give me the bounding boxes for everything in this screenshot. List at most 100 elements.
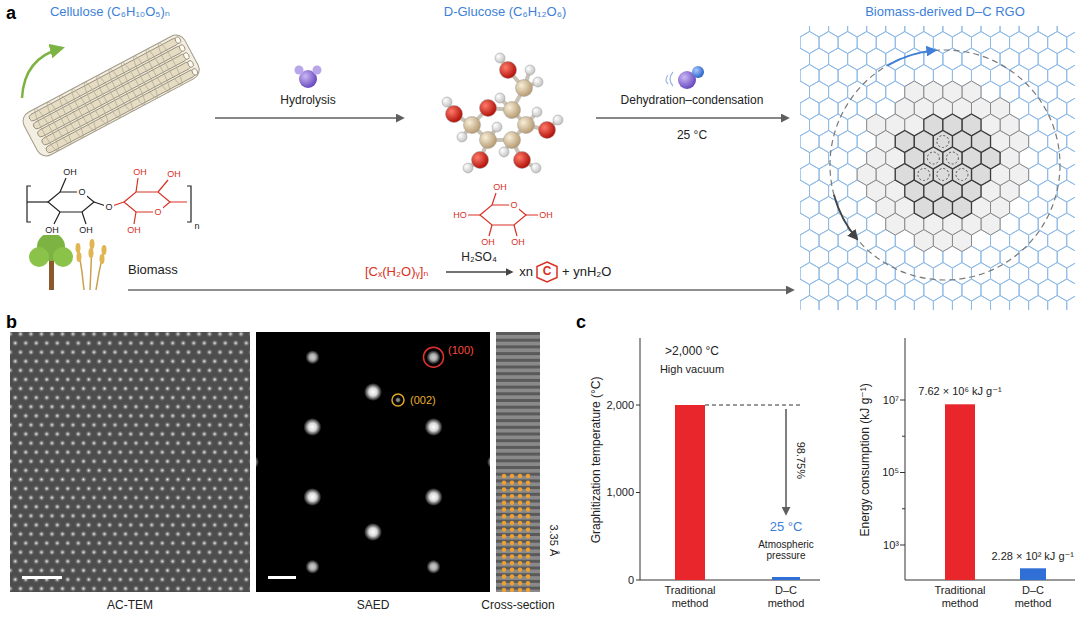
atom-dot [80, 367, 88, 375]
value-label: 25 °C [770, 520, 803, 535]
atom-dot [143, 332, 151, 338]
diffraction-pattern [256, 332, 490, 592]
atom-dot [526, 474, 530, 478]
atom-dot [106, 376, 114, 384]
atom-dot [190, 503, 198, 511]
atom-dot [27, 512, 35, 520]
category-label: D–C method [761, 584, 811, 609]
atom-dot [518, 581, 522, 585]
carbon-hexagon-cell [800, 296, 819, 311]
atom-dot [237, 403, 245, 411]
atom-dot [32, 448, 40, 456]
atom-dot [38, 348, 46, 356]
atom-dot [127, 394, 135, 402]
atom-dot [111, 385, 119, 393]
atom-dot [111, 458, 119, 466]
atom-dot [127, 467, 135, 475]
fibril [41, 61, 193, 146]
carbon-hexagon-cell [933, 164, 952, 186]
lattice-fringe [496, 386, 540, 389]
atom-dot [22, 521, 30, 529]
spacing-label: 3.35 Å [548, 524, 561, 556]
atom-dot [179, 412, 187, 420]
atom-dot [242, 430, 250, 438]
atom-dot [59, 567, 67, 575]
carbon-hexagon: C [536, 261, 558, 283]
atom-dot [526, 581, 530, 585]
atom-dot [38, 567, 46, 575]
atom-dot [195, 512, 203, 520]
atom-dot [518, 527, 522, 531]
atom-dot [164, 476, 172, 484]
atom-dot [116, 503, 124, 511]
atom-dot [127, 448, 135, 456]
diffraction-spot [306, 560, 320, 574]
atom-dot [101, 385, 109, 393]
atom-dot [27, 476, 35, 484]
atom-label: OH [492, 182, 508, 192]
atom-dot [179, 576, 187, 584]
atom-dot [153, 512, 161, 520]
atom-dot [101, 476, 109, 484]
atom-dot [526, 487, 530, 491]
atom-dot [174, 585, 182, 592]
atom-ball [472, 152, 489, 169]
atom-dot [200, 376, 208, 384]
atom-dot [185, 348, 193, 356]
atom-dot [74, 430, 82, 438]
atom-dot [248, 494, 250, 502]
atom-dot [510, 527, 514, 531]
atom-dot [216, 585, 224, 592]
atom-dot [38, 385, 46, 393]
fibril [36, 53, 188, 138]
atom-dot [518, 561, 522, 565]
carbon-hexagon-cell [886, 26, 905, 37]
chem-formula: + ynH₂O [562, 265, 611, 280]
image-label: AC-TEM [107, 599, 153, 613]
atom-dot [111, 512, 119, 520]
atom-dot [158, 521, 166, 529]
diffraction-spot [425, 418, 443, 436]
tick-label: 10³ [883, 539, 899, 552]
atom-dot [10, 421, 14, 429]
atom-dot [195, 403, 203, 411]
atom-ball [463, 163, 473, 173]
atom-label: O [77, 187, 86, 197]
atom-dot [11, 558, 19, 566]
atom-dot [502, 494, 506, 498]
atom-dot [211, 412, 219, 420]
atom-dot [216, 567, 224, 575]
atom-dot [90, 567, 98, 575]
compound-title: D-Glucose (C₆H₁₂O₆) [444, 5, 566, 20]
atom-dot [106, 521, 114, 529]
atom-dot [43, 412, 51, 420]
atom-dot [116, 467, 124, 475]
atom-dot [232, 521, 240, 529]
atom-dot [11, 339, 19, 347]
atom-dot [185, 403, 193, 411]
diffraction-spot [303, 488, 321, 506]
catalyst-icon [295, 66, 304, 75]
condition-label: High vacuum [660, 363, 724, 376]
atom-dot [95, 394, 103, 402]
atom-dot [10, 403, 14, 411]
atom-dot [69, 494, 77, 502]
atom-dot [153, 585, 161, 592]
atom-dot [164, 548, 172, 556]
atom-ball [532, 107, 542, 117]
hexagon-shape [537, 262, 557, 282]
carbon-hexagon-cell [952, 296, 971, 311]
atom-dot [221, 521, 229, 529]
atom-dot [526, 548, 530, 552]
atom-dot [232, 576, 240, 584]
atom-dot [74, 503, 82, 511]
atom-dot [69, 548, 77, 556]
atom-dot [11, 539, 19, 547]
atom-dot [85, 376, 93, 384]
atom-dot [64, 412, 72, 420]
atom-label: OH [480, 237, 496, 247]
atom-dot [101, 548, 109, 556]
atom-dot [221, 448, 229, 456]
atom-dot [80, 385, 88, 393]
atom-dot [17, 494, 25, 502]
